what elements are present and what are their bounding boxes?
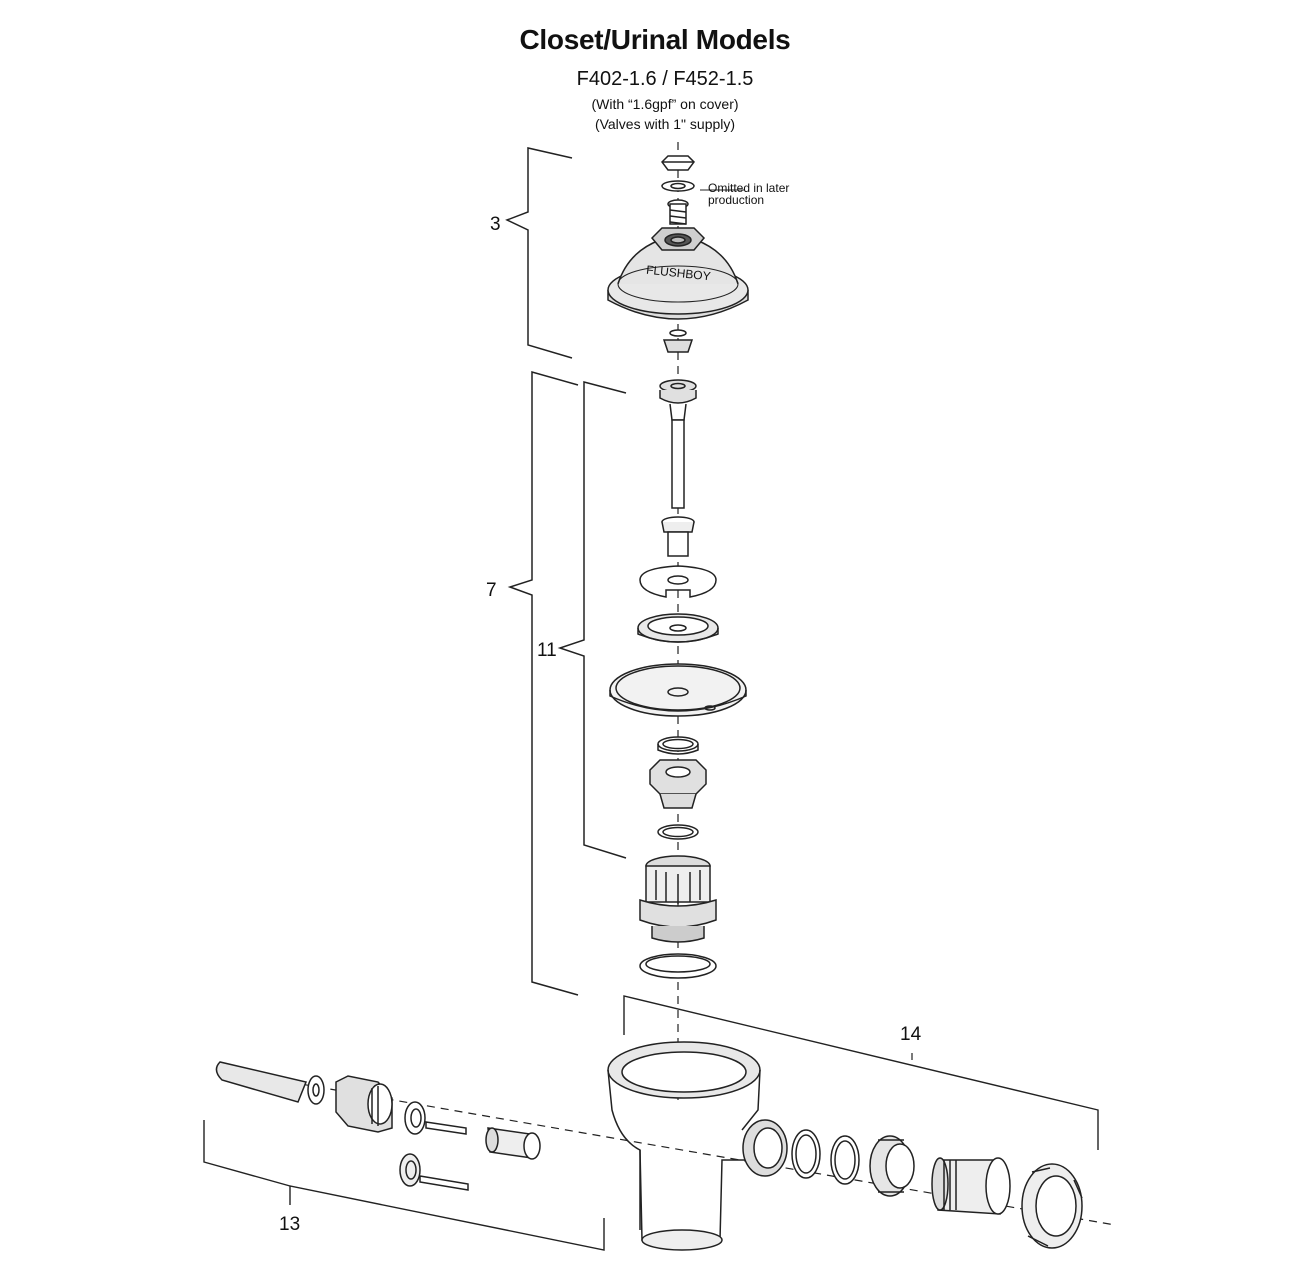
callout-13: 13 xyxy=(279,1214,300,1235)
tailpiece-part xyxy=(931,1157,1011,1215)
handle-socket-part xyxy=(335,1075,393,1133)
callout-14: 14 xyxy=(900,1024,922,1045)
part-group-3-cover-assembly: FLUSHBOY xyxy=(505,147,749,359)
flushboy-cover-part: FLUSHBOY xyxy=(607,227,749,320)
valve-body-part xyxy=(607,1041,788,1251)
bracket-3 xyxy=(505,147,573,359)
bracket-14 xyxy=(623,995,1099,1150)
bracket-13 xyxy=(203,1120,605,1251)
bracket-11 xyxy=(557,381,627,859)
relief-valve-plunger-part xyxy=(659,379,697,509)
handle-packing-part xyxy=(399,1153,469,1191)
outlet-nut-part xyxy=(869,1135,915,1197)
model-numbers: F402-1.6 / F452-1.5 xyxy=(576,68,754,90)
omitted-note-line1: Omitted in later xyxy=(708,181,789,195)
callout-3: 3 xyxy=(490,214,501,235)
diagram-title: Closet/Urinal Models xyxy=(519,24,791,55)
supply-note: (Valves with 1" supply) xyxy=(594,116,736,132)
callout-11: 11 xyxy=(537,640,557,661)
guide-part xyxy=(661,516,695,557)
cover-note: (With “1.6gpf” on cover) xyxy=(591,96,739,112)
coupling-nut-part xyxy=(1021,1163,1083,1249)
part-group-7-inside-assembly xyxy=(507,371,579,996)
diaphragm-insert-part xyxy=(649,759,707,809)
washer-part xyxy=(661,180,695,192)
callout-labels: Omitted in later production 3 7 11 14 13 xyxy=(279,181,922,1235)
cover-brand-text: FLUSHBOY xyxy=(646,263,712,284)
bleed-nozzle-part xyxy=(662,329,694,353)
flow-ring-part xyxy=(639,855,717,943)
retaining-ring-part xyxy=(637,613,719,643)
hex-cap-part xyxy=(661,155,695,171)
adjustment-screw-part xyxy=(667,199,689,225)
handle-grip-part xyxy=(215,1061,308,1103)
disc-washer-part xyxy=(639,565,717,598)
bracket-7 xyxy=(507,371,579,996)
handle-bushing-part xyxy=(404,1101,426,1135)
omitted-note-line2: production xyxy=(708,193,764,207)
insert-o-ring-part xyxy=(657,824,699,840)
part-group-11-relief-valve-assembly xyxy=(557,381,627,859)
plunger-bushing-part xyxy=(485,1127,541,1160)
diaphragm-part xyxy=(609,663,747,717)
outlet-o-ring-2-part xyxy=(830,1135,860,1185)
part-group-14-valve-body xyxy=(623,995,1099,1150)
callout-7: 7 xyxy=(486,580,497,601)
outlet-o-ring-1-part xyxy=(791,1129,821,1179)
body-gasket-part xyxy=(639,953,717,979)
plunger-stem-part xyxy=(425,1121,467,1135)
diaphragm-o-ring-part xyxy=(657,736,699,755)
handle-washer-part xyxy=(307,1075,325,1105)
part-group-13-handle-assembly xyxy=(203,1120,605,1251)
